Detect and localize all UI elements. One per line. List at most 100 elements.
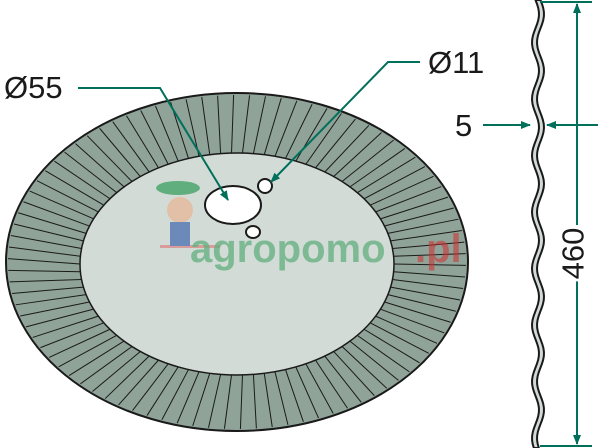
disc-face xyxy=(79,152,395,376)
ridge-line xyxy=(217,95,222,154)
ridge-line xyxy=(161,369,189,420)
ridge-line xyxy=(104,355,150,399)
ridge-line xyxy=(324,125,370,173)
ridge-line xyxy=(8,246,81,257)
ridge-line xyxy=(392,241,465,250)
ridge-line xyxy=(20,301,90,317)
ridge-line xyxy=(155,105,179,162)
ridge-line xyxy=(252,374,257,429)
ridge-line xyxy=(140,110,169,165)
ridge-line xyxy=(295,366,319,419)
ridge-line xyxy=(393,253,466,257)
svg-text:agropomo: agropomo xyxy=(190,227,386,271)
ridge-line xyxy=(25,308,94,328)
ridge-line xyxy=(45,170,105,206)
ridge-line xyxy=(8,269,81,273)
thickness-label: 5 xyxy=(455,108,473,143)
ridge-line xyxy=(387,294,456,312)
ridge-line xyxy=(285,104,313,159)
ridge-line xyxy=(176,371,200,424)
ridge-line xyxy=(68,340,125,377)
ridge-line xyxy=(9,278,82,283)
ridge-line xyxy=(375,186,442,213)
ridge-line xyxy=(305,363,334,414)
ridge-line xyxy=(357,156,416,194)
ridge-line xyxy=(252,96,266,154)
ridge-line xyxy=(48,328,111,358)
ridge-line xyxy=(13,223,84,242)
center-hole xyxy=(204,185,262,225)
ridge-line xyxy=(185,99,200,157)
ridge-line xyxy=(393,271,466,278)
leader-line-11 xyxy=(270,61,420,183)
ridge-line xyxy=(58,334,117,368)
ridge-line xyxy=(363,328,420,364)
bolt-hole xyxy=(257,178,273,194)
ridge-line xyxy=(75,143,125,188)
ridge-line xyxy=(341,346,388,389)
ridge-line xyxy=(333,132,382,177)
watermark-logo: agropomo .pl xyxy=(156,181,462,271)
ridge-line xyxy=(112,121,150,173)
ridge-line xyxy=(23,201,90,227)
disc-ridges xyxy=(8,95,466,430)
ridge-line xyxy=(356,334,410,373)
ridge-line xyxy=(341,139,394,182)
ridge-line xyxy=(363,166,426,200)
ridge-line xyxy=(99,128,141,177)
ridge-line xyxy=(380,196,449,220)
ridge-line xyxy=(201,96,211,155)
ridge-line xyxy=(349,148,406,188)
ridge-line xyxy=(18,212,87,234)
ridge-line xyxy=(315,118,356,169)
ridge-line xyxy=(305,113,342,165)
ridge-line xyxy=(231,95,235,154)
hole-diameter-label: Ø55 xyxy=(4,70,63,105)
disc-side-profile xyxy=(530,0,546,448)
ridge-line xyxy=(64,151,118,194)
ridge-line xyxy=(263,98,282,155)
ridge-line xyxy=(392,278,464,290)
ridge-line xyxy=(92,351,141,392)
ridge-line xyxy=(10,234,82,250)
bolt-hole-diameter-label: Ø11 xyxy=(428,45,485,80)
ridge-line xyxy=(54,160,111,200)
svg-text:.pl: .pl xyxy=(415,227,462,271)
ridge-line xyxy=(86,135,133,182)
ridge-line xyxy=(208,374,222,428)
ridge-line xyxy=(333,351,375,396)
ridge-line xyxy=(32,315,99,338)
ridge-line xyxy=(390,286,461,301)
ridge-line xyxy=(315,359,348,409)
ridge-line xyxy=(126,115,159,169)
ridge-line xyxy=(387,218,459,234)
ridge-line xyxy=(375,315,438,344)
ridge-line xyxy=(324,355,362,403)
ridge-line xyxy=(146,366,179,416)
ridge-line xyxy=(40,322,105,349)
ridge-line xyxy=(384,207,454,227)
ridge-line xyxy=(369,322,429,354)
ridge-line xyxy=(12,286,84,294)
leader-line-55 xyxy=(78,87,229,201)
ridge-line xyxy=(80,346,133,385)
ridge-line xyxy=(390,230,462,242)
ridge-line xyxy=(384,301,451,323)
ridge-line xyxy=(36,180,99,213)
ridge-line xyxy=(263,373,273,428)
ridge-line xyxy=(274,100,298,157)
ridge-line xyxy=(241,95,251,154)
ridge-line xyxy=(15,294,87,306)
ridge-line xyxy=(118,359,159,406)
ridge-line xyxy=(223,374,233,429)
bolt-hole xyxy=(245,225,261,239)
ridge-line xyxy=(393,263,466,266)
ridge-line xyxy=(132,363,169,411)
ridge-line xyxy=(380,308,445,334)
ridge-line xyxy=(369,175,434,206)
ridge-line xyxy=(274,371,289,425)
ridge-line xyxy=(8,258,81,265)
disc-diameter-label: 460 xyxy=(555,225,591,282)
